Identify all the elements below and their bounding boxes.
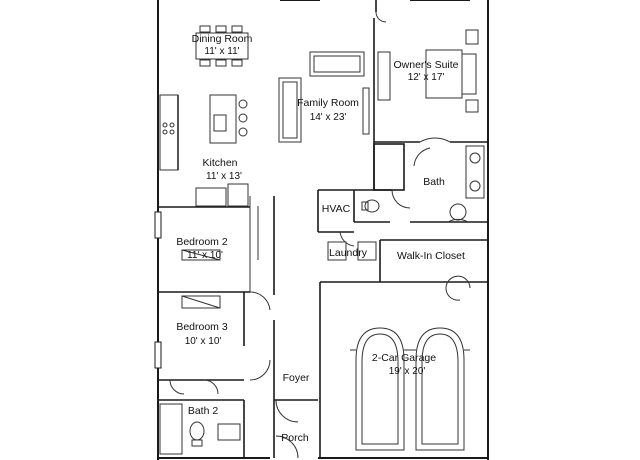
dining-table bbox=[195, 25, 249, 67]
owners-bed bbox=[377, 29, 479, 113]
door-swings bbox=[169, 11, 471, 459]
bedroom3-label: Bedroom 3 bbox=[176, 321, 228, 333]
garage-dims: 19' x 20' bbox=[389, 366, 426, 377]
laundry-label: Laundry bbox=[329, 247, 368, 259]
dining-room-label: Dining Room bbox=[192, 33, 253, 45]
hvac-label: HVAC bbox=[322, 203, 351, 215]
bath2-label: Bath 2 bbox=[188, 405, 219, 417]
foyer-label: Foyer bbox=[283, 372, 310, 384]
bedroom2-label: Bedroom 2 bbox=[176, 236, 228, 248]
kitchen-fixtures bbox=[159, 94, 249, 207]
windows bbox=[154, 211, 162, 369]
bath2-fixtures bbox=[159, 403, 241, 455]
room-labels: Dining Room 11' x 11' Family Room 14' x … bbox=[176, 33, 465, 444]
family-room-furniture bbox=[278, 51, 370, 143]
bedroom-closets bbox=[181, 196, 259, 309]
porch-label: Porch bbox=[281, 432, 309, 444]
bedroom3-dims: 10' x 10' bbox=[185, 336, 222, 347]
garage-label: 2-Car Garage bbox=[372, 352, 436, 364]
kitchen-label: Kitchen bbox=[202, 157, 237, 169]
walk-in-closet-label: Walk-In Closet bbox=[397, 250, 465, 262]
kitchen-dims: 11' x 13' bbox=[206, 171, 242, 182]
bath-fixtures bbox=[327, 145, 485, 261]
family-room-dims: 14' x 23' bbox=[310, 112, 347, 123]
owners-suite-dims: 12' x 17' bbox=[408, 72, 445, 83]
family-room-label: Family Room bbox=[297, 97, 359, 109]
garage-cars bbox=[350, 327, 470, 451]
bath-label: Bath bbox=[423, 176, 445, 188]
bedroom2-dims: 11' x 10' bbox=[187, 250, 223, 261]
dining-room-dims: 11' x 11' bbox=[204, 46, 239, 57]
owners-suite-label: Owner's Suite bbox=[393, 59, 458, 71]
